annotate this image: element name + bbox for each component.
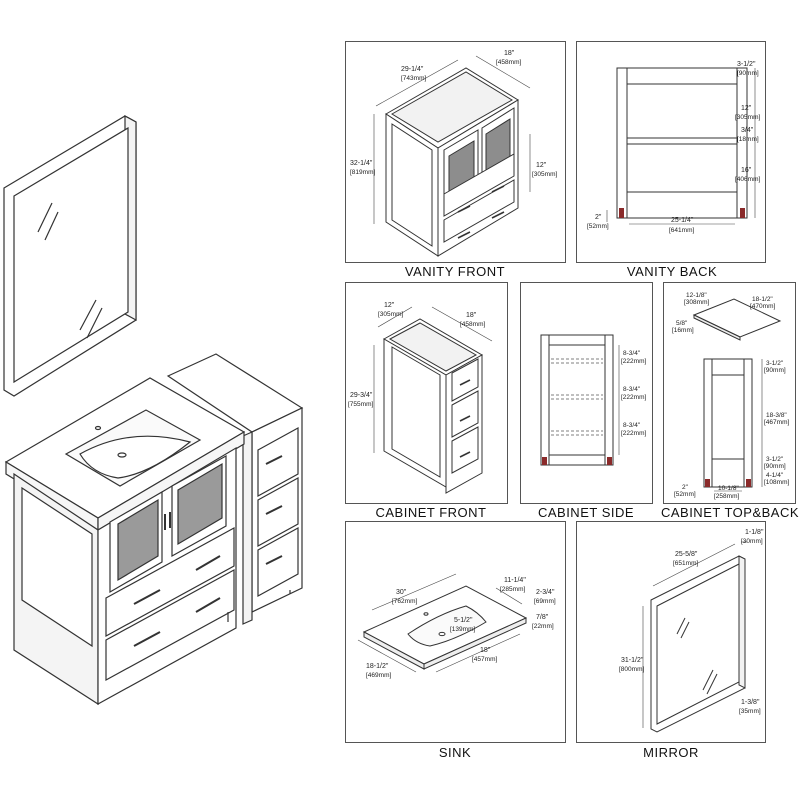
- ctb-back-foot-label: 4-1/4": [766, 472, 784, 479]
- cf-height-label: 29-3/4": [350, 392, 373, 399]
- ctb-top-b-mm: [470mm]: [750, 303, 775, 310]
- vb-rail-label: 3/4": [741, 127, 754, 134]
- sink-bowl-d-label: 5-1/2": [454, 617, 473, 624]
- panel-vanity-back: 3-1/2" [90mm] 12" [305mm] 3/4" [18mm] 16…: [576, 41, 766, 263]
- sink-thick-label: 7/8": [536, 614, 549, 621]
- panel-sink: 30" [762mm] 11-1/4" [285mm] 2-3/4" [69mm…: [345, 521, 566, 743]
- caption-vanity-front: VANITY FRONT: [404, 264, 506, 279]
- vf-door-mm: [305mm]: [532, 171, 557, 178]
- ctb-top-b-label: 18-1/2": [752, 296, 773, 303]
- sink-bowl-w-label: 11-1/4": [504, 577, 526, 584]
- cs-shelf-1-label: 8-3/4": [623, 350, 641, 357]
- caption-vanity-back: VANITY BACK: [626, 264, 718, 279]
- sink-bowl-d-mm: [139mm]: [450, 626, 475, 633]
- sink-bowl-w-mm: [285mm]: [500, 586, 525, 593]
- vb-inner-label: 25-1/4": [671, 217, 694, 224]
- ctb-back-foot-mm: [108mm]: [764, 479, 789, 486]
- vf-height-mm: [819mm]: [350, 169, 375, 176]
- ctb-back-top-mm: [90mm]: [764, 367, 786, 374]
- panel-cabinet-topback: 12-1/8" [308mm] 18-1/2" [470mm] 5/8" [16…: [663, 282, 796, 504]
- vb-lower-label: 16": [741, 167, 752, 174]
- cf-depth-mm: [458mm]: [460, 321, 485, 328]
- wall-mirror: [3, 114, 137, 397]
- ctb-back-width-label: 10-1/8": [718, 485, 739, 492]
- ctb-back-mid-label: 18-3/8": [766, 412, 787, 419]
- sink-width-label: 30": [396, 589, 407, 596]
- vf-depth-label: 18": [504, 50, 515, 57]
- mirror-width-label: 25-5/8": [675, 551, 698, 558]
- sink-thick-mm: [22mm]: [532, 623, 554, 630]
- ctb-back-leg-mm: [52mm]: [674, 491, 696, 498]
- vb-upper-mm: [305mm]: [735, 114, 760, 121]
- vanity-body: [13, 446, 237, 706]
- vb-rail-mm: [18mm]: [737, 136, 759, 143]
- vanity-countertop: [4, 377, 246, 532]
- panel-cabinet-front: 12" [305mm] 18" [458mm] 29-3/4" [755mm]: [345, 282, 508, 504]
- ctb-top-c-mm: [16mm]: [672, 327, 694, 334]
- sink-side-mm: [469mm]: [366, 672, 391, 679]
- cf-width-label: 12": [384, 302, 395, 309]
- mirror-frame-label: 1-3/8": [741, 699, 760, 706]
- vb-foot-mm: [52mm]: [587, 223, 609, 230]
- panel-vanity-front: 29-1/4" [743mm] 18" [458mm] 32-1/4" [819…: [345, 41, 566, 263]
- mirror-height-label: 31-1/2": [621, 657, 644, 664]
- sink-depth-label: 18": [480, 647, 491, 654]
- sink-edge-label: 2-3/4": [536, 589, 555, 596]
- vf-depth-mm: [458mm]: [496, 59, 521, 66]
- vf-height-label: 32-1/4": [350, 160, 373, 167]
- main-vanity-illustration: [3, 114, 304, 706]
- cs-shelf-3-label: 8-3/4": [623, 422, 641, 429]
- cabinet-topback-drawing: 12-1/8" [308mm] 18-1/2" [470mm] 5/8" [16…: [672, 292, 789, 500]
- ctb-back-low-mm: [90mm]: [764, 463, 786, 470]
- ctb-top-a-mm: [308mm]: [684, 299, 709, 306]
- cs-shelf-1-mm: [222mm]: [621, 358, 646, 365]
- sink-side-label: 18-1/2": [366, 663, 389, 670]
- cf-height-mm: [755mm]: [348, 401, 373, 408]
- cs-shelf-2-mm: [222mm]: [621, 394, 646, 401]
- cabinet-front-drawing: 12" [305mm] 18" [458mm] 29-3/4" [755mm]: [348, 302, 493, 494]
- vf-door-label: 12": [536, 162, 547, 169]
- mirror-thick-mm: [30mm]: [741, 538, 763, 545]
- ctb-back-top-label: 3-1/2": [766, 360, 784, 367]
- ctb-back-leg-label: 2": [682, 484, 689, 491]
- vanity-back-drawing: 3-1/2" [90mm] 12" [305mm] 3/4" [18mm] 16…: [587, 61, 760, 234]
- caption-sink: SINK: [438, 745, 472, 760]
- ctb-back-width-mm: [258mm]: [714, 493, 739, 500]
- ctb-back-low-label: 3-1/2": [766, 456, 784, 463]
- caption-cabinet-front: CABINET FRONT: [375, 505, 487, 520]
- sink-width-mm: [762mm]: [392, 598, 417, 605]
- cf-width-mm: [305mm]: [378, 311, 403, 318]
- cabinet-side-drawing: 8-3/4" [222mm] 8-3/4" [222mm] 8-3/4" [22…: [540, 334, 646, 466]
- panel-mirror: 1-1/8" [30mm] 25-5/8" [651mm] 31-1/2" [8…: [576, 521, 766, 743]
- panel-cabinet-side: 8-3/4" [222mm] 8-3/4" [222mm] 8-3/4" [22…: [520, 282, 653, 504]
- ctb-back-mid-mm: [467mm]: [764, 419, 789, 426]
- vb-top-mm: [90mm]: [737, 70, 759, 77]
- ctb-top-c-label: 5/8": [676, 320, 688, 327]
- ctb-top-a-label: 12-1/8": [686, 292, 707, 299]
- vb-upper-label: 12": [741, 105, 752, 112]
- caption-cabinet-topback: CABINET TOP&BACK: [660, 505, 800, 520]
- sink-drawing: 30" [762mm] 11-1/4" [285mm] 2-3/4" [69mm…: [357, 573, 556, 679]
- cs-shelf-3-mm: [222mm]: [621, 430, 646, 437]
- side-cabinet: [166, 353, 304, 625]
- vb-foot-label: 2": [595, 214, 602, 221]
- vf-width-label: 29-1/4": [401, 66, 424, 73]
- cs-shelf-2-label: 8-3/4": [623, 386, 641, 393]
- mirror-frame-mm: [35mm]: [739, 708, 761, 715]
- vb-inner-mm: [641mm]: [669, 227, 694, 234]
- mirror-drawing: 1-1/8" [30mm] 25-5/8" [651mm] 31-1/2" [8…: [619, 529, 764, 733]
- vf-width-mm: [743mm]: [401, 75, 426, 82]
- mirror-thick-label: 1-1/8": [745, 529, 764, 536]
- vb-top-label: 3-1/2": [737, 61, 756, 68]
- caption-mirror: MIRROR: [643, 745, 699, 760]
- sink-depth-mm: [457mm]: [472, 656, 497, 663]
- vb-lower-mm: [406mm]: [735, 176, 760, 183]
- caption-cabinet-side: CABINET SIDE: [537, 505, 635, 520]
- vanity-front-drawing: 29-1/4" [743mm] 18" [458mm] 32-1/4" [819…: [350, 50, 557, 257]
- cf-depth-label: 18": [466, 312, 477, 319]
- mirror-height-mm: [800mm]: [619, 666, 644, 673]
- mirror-width-mm: [651mm]: [673, 560, 698, 567]
- sink-edge-mm: [69mm]: [534, 598, 556, 605]
